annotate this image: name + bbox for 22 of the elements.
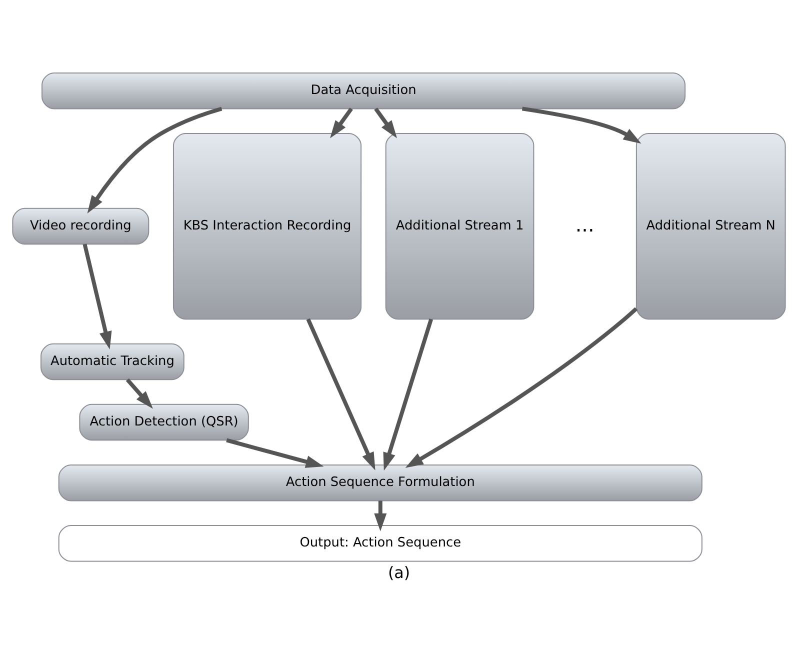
node-box: Additional Stream 1	[385, 133, 534, 320]
arrow	[87, 106, 222, 214]
node-box: Additional Stream N	[636, 133, 786, 320]
arrow	[383, 318, 434, 471]
arrow	[405, 307, 638, 468]
node-box: Video recording	[12, 208, 150, 245]
node-box: KBS Interaction Recording	[172, 133, 362, 320]
arrow	[306, 318, 376, 470]
label: ...	[575, 213, 594, 236]
arrow	[374, 108, 398, 138]
arrow	[522, 106, 642, 144]
arrow	[226, 438, 324, 468]
caption: (a)	[388, 562, 410, 582]
node-box: Data Acquisition	[42, 72, 686, 110]
arrow	[126, 378, 153, 409]
node-box: Automatic Tracking	[40, 343, 184, 380]
arrow	[82, 244, 112, 350]
node-box: Action Detection (QSR)	[79, 404, 249, 441]
arrow	[374, 500, 387, 532]
node-box: Action Sequence Formulation	[58, 464, 702, 502]
arrow	[330, 108, 353, 138]
node-box: Output: Action Sequence	[58, 525, 702, 562]
